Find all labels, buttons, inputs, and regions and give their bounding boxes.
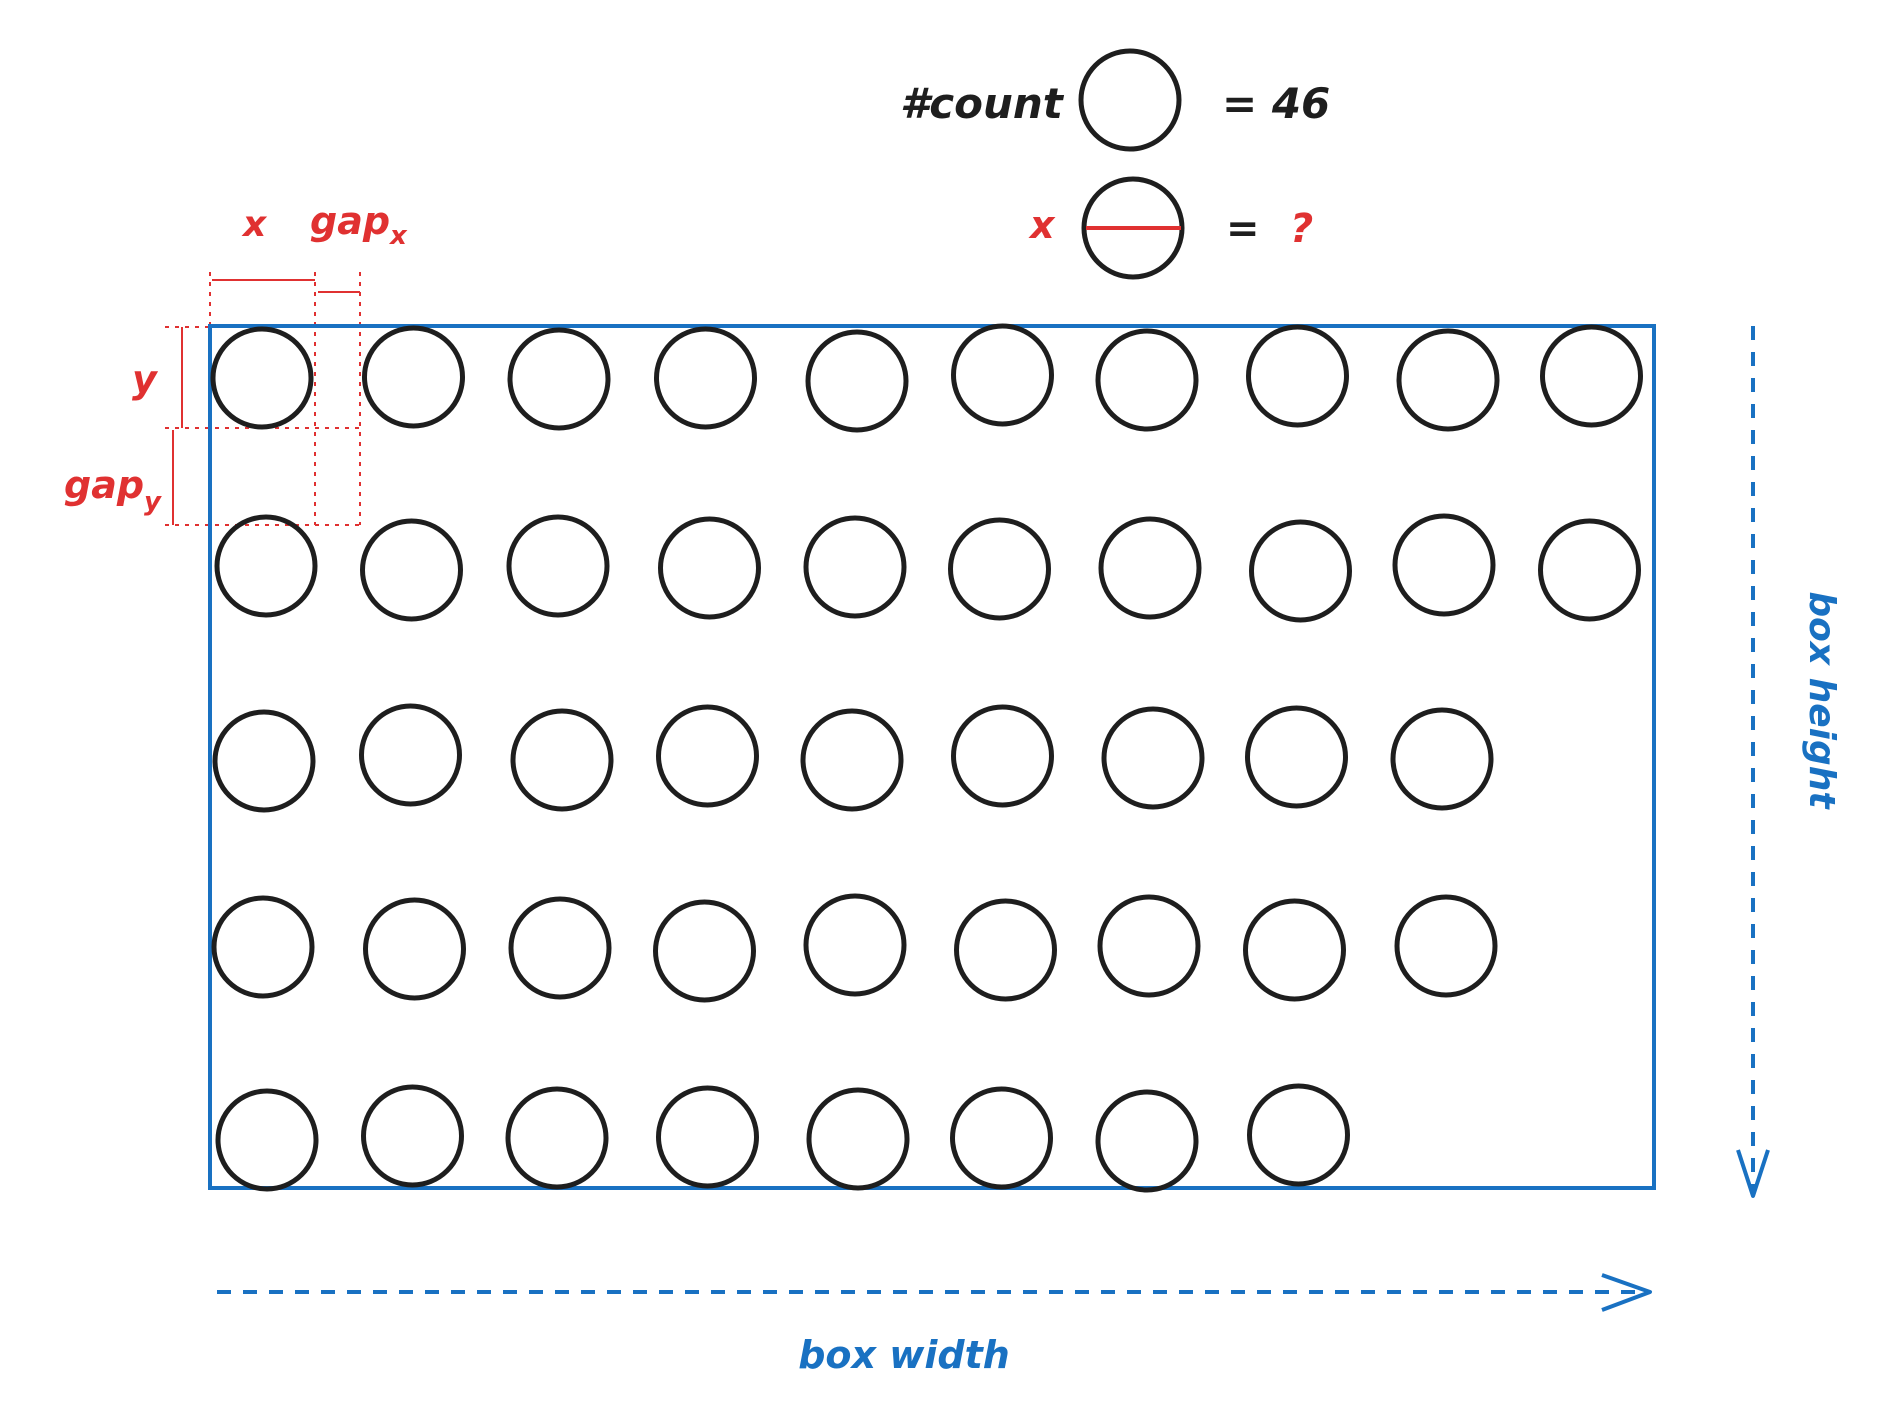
grid-circle: [1243, 898, 1346, 1002]
grid-circle: [1095, 328, 1199, 432]
grid-circle: [1097, 894, 1201, 998]
grid-circle: [1095, 1089, 1199, 1193]
grid-circle: [506, 514, 610, 618]
grid-circle: [361, 1084, 464, 1188]
grid-circle: [654, 326, 757, 430]
count-equals: = 46: [1222, 79, 1330, 128]
grid-circle: [950, 1086, 1053, 1190]
legend: #count = 46 x = ?: [900, 48, 1330, 280]
grid-circle: [212, 709, 316, 813]
grid-circle: [800, 708, 904, 812]
grid-circle: [1249, 519, 1352, 623]
grid-circle: [1246, 324, 1349, 428]
grid-circle: [653, 899, 756, 1003]
grid-circle: [214, 514, 318, 618]
box-width-arrow-head: [1601, 1273, 1652, 1312]
box-width-label: box width: [798, 1333, 1010, 1377]
grid-circle: [1245, 705, 1348, 809]
box-height-arrow: [1736, 326, 1770, 1198]
grid-circle: [1390, 707, 1494, 811]
grid-circle: [805, 329, 909, 433]
grid-circle: [1394, 894, 1498, 998]
grid-circle: [658, 516, 761, 620]
gap-x-label: gapx: [310, 199, 408, 251]
grid-circle: [510, 708, 614, 812]
grid-circle: [210, 326, 314, 430]
grid-circle: [505, 1086, 609, 1190]
bounding-box: [208, 324, 1656, 1190]
grid-circle: [360, 518, 463, 622]
size-equals: =: [1226, 206, 1260, 252]
grid-circle: [1396, 328, 1500, 432]
grid-circle: [803, 515, 907, 619]
grid-circle: [1247, 1083, 1350, 1187]
circle-grid: [210, 323, 1643, 1193]
count-label: #count: [900, 79, 1065, 128]
grid-circle: [656, 704, 759, 808]
grid-circle: [803, 893, 907, 997]
gap-y-label: gapy: [64, 463, 162, 517]
x-label: x: [241, 204, 268, 245]
legend-count-circle: [1078, 48, 1182, 152]
grid-circle: [363, 897, 466, 1001]
y-label: y: [132, 357, 159, 401]
box-height-label: box height: [1801, 591, 1842, 810]
grid-circle: [951, 704, 1054, 808]
grid-circle: [954, 898, 1057, 1002]
grid-circle: [951, 323, 1054, 427]
grid-circle: [211, 895, 315, 999]
size-label: x: [1028, 203, 1056, 247]
grid-circle: [362, 325, 465, 429]
grid-circle: [948, 517, 1051, 621]
box-height-arrow-head: [1736, 1149, 1770, 1198]
grid-circle: [806, 1087, 910, 1191]
grid-circle: [359, 703, 462, 807]
grid-circle: [508, 896, 612, 1000]
grid-circle: [1540, 324, 1643, 428]
grid-circle: [1392, 513, 1496, 617]
dimension-annotations: x gapx y gapy: [64, 199, 408, 526]
grid-circle: [507, 327, 611, 431]
size-unknown: ?: [1290, 206, 1313, 252]
grid-circle: [1101, 706, 1205, 810]
grid-circle: [215, 1088, 319, 1192]
grid-circle: [1538, 518, 1641, 622]
grid-circle: [1098, 516, 1202, 620]
legend-diameter-circle: [1081, 176, 1185, 280]
box-width-arrow: [217, 1273, 1652, 1312]
grid-circle: [656, 1085, 759, 1189]
